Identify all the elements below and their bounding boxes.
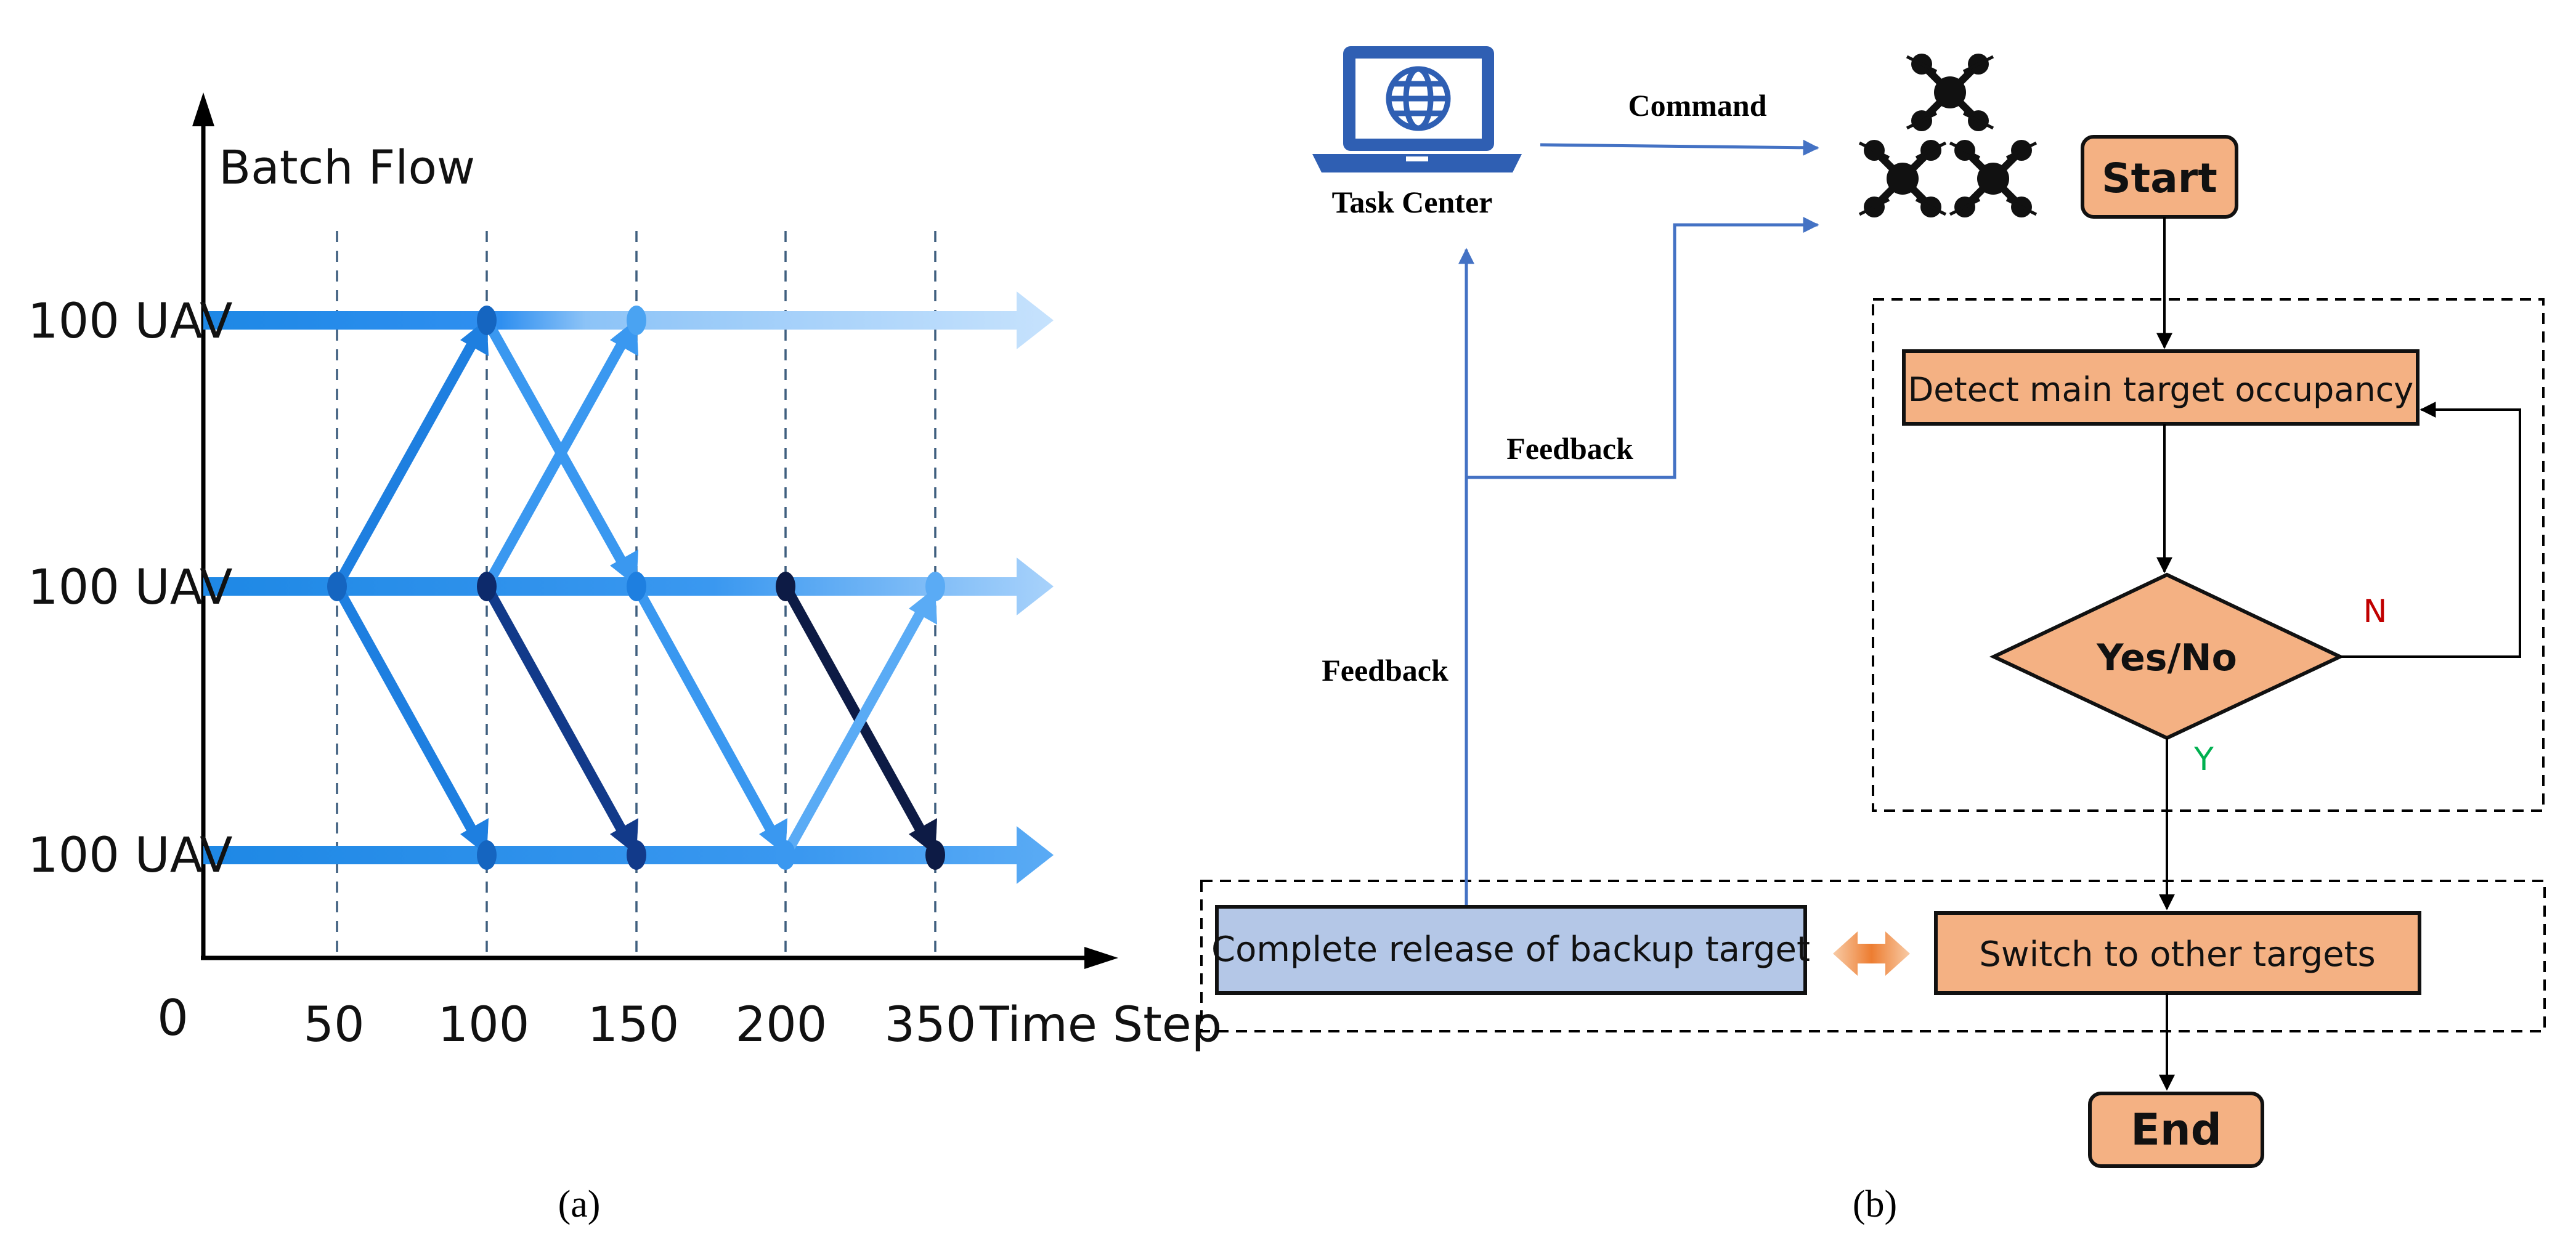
transfer-50-up <box>332 319 489 590</box>
globe-icon <box>1386 66 1451 131</box>
row-label-top: 100 UAV <box>28 294 233 349</box>
release-label: Complete release of backup target <box>1211 930 1810 970</box>
x-axis-label: Time Step <box>979 997 1222 1053</box>
start-node <box>2081 135 2238 219</box>
no-loop-arrow <box>2340 402 2521 658</box>
decision-label: Yes/No <box>2096 636 2237 679</box>
task-center-laptop-icon <box>1312 46 1522 172</box>
switch-label: Switch to other targets <box>1979 935 2375 975</box>
caption-b: (b) <box>1853 1183 1897 1225</box>
transfer-50-down <box>332 583 489 855</box>
drone-icon <box>1858 140 1947 217</box>
feedback-upper-label: Feedback <box>1506 431 1633 466</box>
command-arrow <box>1540 139 1819 156</box>
feedback-to-drones-line <box>1466 217 1819 479</box>
detect-process-box <box>1902 349 2420 426</box>
task-center-label: Task Center <box>1332 185 1493 219</box>
flow-nodes <box>327 306 945 870</box>
command-label: Command <box>1628 88 1766 123</box>
drone-swarm-icon <box>1858 54 2038 217</box>
switch-targets-box <box>1934 911 2421 995</box>
drone-icon <box>1906 54 1994 131</box>
switch-release-box <box>1200 880 2546 1032</box>
end-node <box>2088 1092 2264 1168</box>
x-tick-50: 50 <box>303 997 364 1053</box>
start-label: Start <box>2102 155 2217 202</box>
x-tick-150: 150 <box>588 997 680 1053</box>
feedback-lower-label: Feedback <box>1322 653 1448 687</box>
end-label: End <box>2131 1105 2222 1155</box>
drone-icon <box>1949 140 2038 217</box>
origin-label: 0 <box>157 989 189 1047</box>
x-axis-arrowhead <box>1084 947 1118 969</box>
y-axis-label: Batch Flow <box>219 140 475 195</box>
detection-loop-box <box>1872 298 2545 812</box>
row-label-bottom: 100 UAV <box>28 828 233 883</box>
x-tick-100: 100 <box>438 997 530 1053</box>
yes-label: Y <box>2193 741 2214 778</box>
release-backup-box <box>1215 905 1807 995</box>
x-tick-200: 200 <box>736 997 827 1053</box>
detect-label: Detect main target occupancy <box>1908 370 2414 409</box>
caption-a: (a) <box>558 1183 601 1225</box>
transfer-100-down-dark <box>482 583 638 855</box>
transfer-150-down <box>632 583 787 855</box>
double-arrow-icon <box>1833 931 1910 976</box>
row-label-middle: 100 UAV <box>28 560 233 615</box>
panel-a: Batch Flow 100 UAV 100 UAV 100 UAV 0 50 … <box>28 92 1222 1225</box>
y-axis-arrowhead <box>192 92 214 126</box>
no-label: N <box>2363 593 2387 630</box>
panel-b: Task Center <box>1200 46 2546 1225</box>
x-tick-350: 350 <box>885 997 977 1053</box>
